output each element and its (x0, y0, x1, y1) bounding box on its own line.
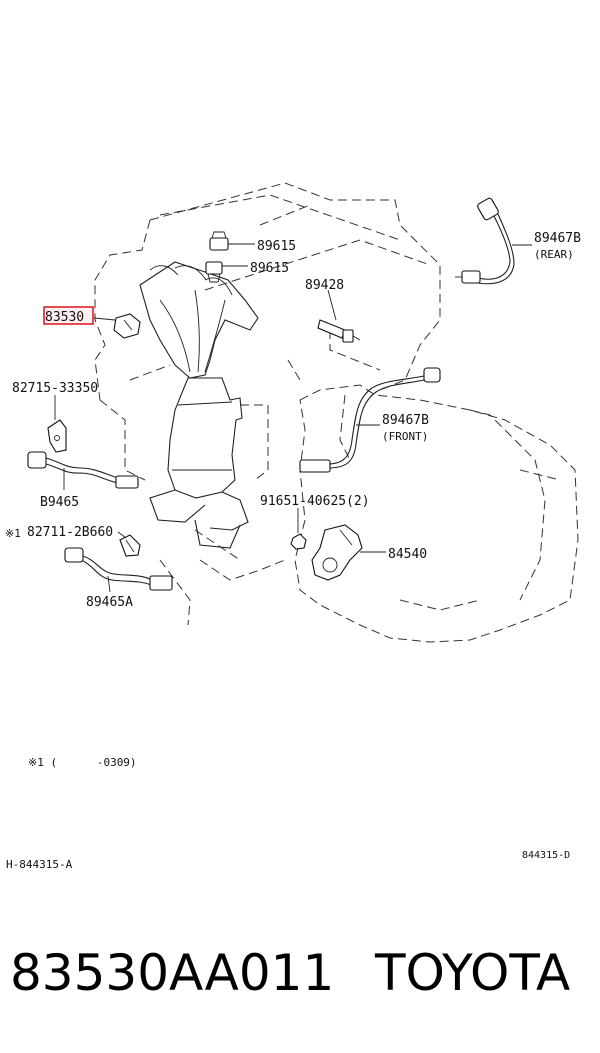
callout-89465a: 89465A (86, 595, 133, 610)
sensor-89465a (64, 547, 173, 591)
callout-91651: 91651-40625(2) (260, 494, 370, 509)
callout-89467b-front: 89467B (382, 413, 429, 428)
reference-right: 844315-D (522, 850, 570, 861)
sensor-89615-b (205, 261, 223, 283)
sensor-83530 (113, 313, 141, 339)
sensor-89615-a (209, 231, 229, 251)
reference-left: H-844315-A (6, 858, 73, 871)
catalytic-converter (149, 377, 249, 549)
callout-89615-a: 89615 (257, 239, 296, 254)
clamp-82711 (119, 534, 141, 557)
callout-front: (FRONT) (382, 430, 428, 443)
callout-89428: 89428 (305, 278, 344, 293)
nut-91651 (290, 533, 307, 550)
sensor-89467b-front (299, 367, 441, 473)
sensor-b9465 (27, 451, 139, 489)
switch-84540 (311, 524, 363, 581)
callout-82711-mark: ※1 (5, 527, 21, 540)
footnote: ※1 ( -0309) (28, 756, 137, 769)
callout-82715: 82715-33350 (12, 381, 98, 396)
transmission-outline (294, 384, 579, 643)
callout-89467b-rear: 89467B (534, 231, 581, 246)
callout-b9465: B9465 (40, 495, 79, 510)
exhaust-manifold (139, 261, 259, 379)
callout-rear: (REAR) (534, 248, 574, 261)
sensor-89428 (317, 319, 361, 343)
highlight-box (43, 306, 94, 325)
callout-89615-b: 89615 (250, 261, 289, 276)
brand-name: TOYOTA (374, 944, 570, 1002)
callout-84540: 84540 (388, 547, 427, 562)
engine-outline (94, 182, 441, 626)
bracket-82715 (47, 419, 67, 453)
part-number: 83530AA011 (10, 944, 334, 1002)
callout-83530: 83530 (45, 310, 84, 325)
sensor-89467b-rear (455, 197, 515, 285)
callout-82711: 82711-2B660 (27, 525, 113, 540)
